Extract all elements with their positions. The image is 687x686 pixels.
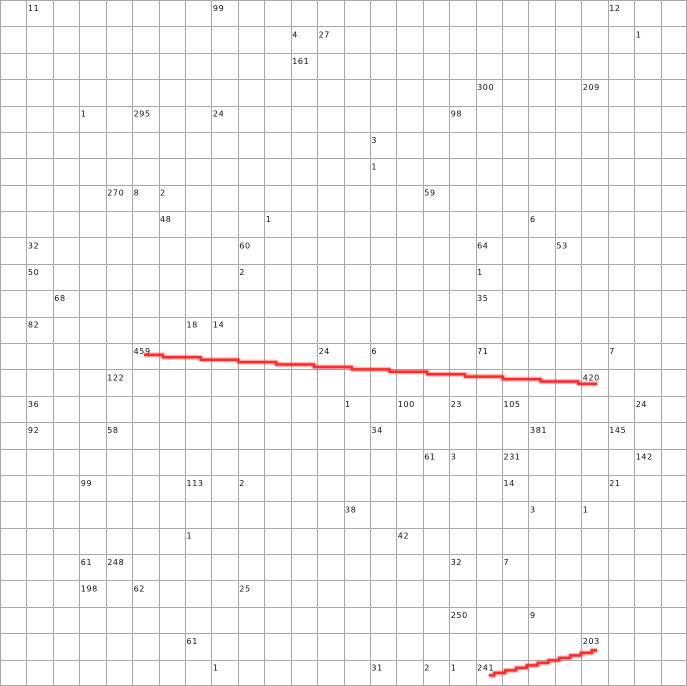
cell-number[interactable]: 145 bbox=[609, 426, 626, 435]
cell-number[interactable]: 24 bbox=[319, 347, 330, 356]
cell-number[interactable]: 1 bbox=[583, 505, 589, 514]
cell-number[interactable]: 23 bbox=[451, 400, 462, 409]
red-path bbox=[144, 353, 598, 386]
cell-number[interactable]: 32 bbox=[28, 242, 39, 251]
cell-number[interactable]: 6 bbox=[530, 215, 536, 224]
cell-number[interactable]: 61 bbox=[81, 558, 92, 567]
cell-number[interactable]: 300 bbox=[477, 83, 494, 92]
cell-number[interactable]: 198 bbox=[81, 585, 98, 594]
cell-number[interactable]: 35 bbox=[477, 294, 488, 303]
cell-number[interactable]: 21 bbox=[609, 479, 620, 488]
cell-number[interactable]: 14 bbox=[504, 479, 515, 488]
cell-number[interactable]: 38 bbox=[345, 505, 356, 514]
cell-number[interactable]: 48 bbox=[160, 215, 171, 224]
cell-number[interactable]: 459 bbox=[134, 347, 151, 356]
cell-number[interactable]: 1 bbox=[81, 110, 87, 119]
cell-number[interactable]: 11 bbox=[28, 4, 39, 13]
red-path bbox=[488, 649, 598, 677]
cell-number[interactable]: 1 bbox=[636, 30, 642, 39]
cell-number[interactable]: 25 bbox=[239, 585, 250, 594]
cell-number[interactable]: 3 bbox=[371, 136, 377, 145]
cell-number[interactable]: 203 bbox=[583, 637, 600, 646]
cell-number[interactable]: 2 bbox=[239, 479, 245, 488]
cell-number[interactable]: 2 bbox=[160, 189, 166, 198]
cell-number[interactable]: 61 bbox=[187, 637, 198, 646]
cell-number[interactable]: 420 bbox=[583, 373, 600, 382]
cell-number[interactable]: 6 bbox=[371, 347, 377, 356]
cell-number[interactable]: 92 bbox=[28, 426, 39, 435]
cell-number[interactable]: 3 bbox=[530, 505, 536, 514]
cell-number[interactable]: 248 bbox=[107, 558, 124, 567]
cell-number[interactable]: 7 bbox=[504, 558, 510, 567]
cell-number[interactable]: 2 bbox=[239, 268, 245, 277]
paths-layer bbox=[144, 352, 598, 678]
cell-number[interactable]: 1 bbox=[451, 664, 457, 673]
cell-number[interactable]: 14 bbox=[213, 321, 224, 330]
cell-number[interactable]: 381 bbox=[530, 426, 547, 435]
cell-number[interactable]: 99 bbox=[213, 4, 224, 13]
cell-number[interactable]: 24 bbox=[636, 400, 647, 409]
cell-number[interactable]: 31 bbox=[371, 664, 382, 673]
cell-number[interactable]: 50 bbox=[28, 268, 39, 277]
cell-number[interactable]: 122 bbox=[107, 373, 124, 382]
cell-number[interactable]: 2 bbox=[424, 664, 430, 673]
cell-number[interactable]: 32 bbox=[451, 558, 462, 567]
cell-number[interactable]: 71 bbox=[477, 347, 488, 356]
cell-number[interactable]: 27 bbox=[319, 30, 330, 39]
cell-number[interactable]: 8 bbox=[134, 189, 140, 198]
cell-number[interactable]: 270 bbox=[107, 189, 124, 198]
cell-number[interactable]: 62 bbox=[134, 585, 145, 594]
cell-number[interactable]: 3 bbox=[451, 453, 457, 462]
cell-number[interactable]: 99 bbox=[81, 479, 92, 488]
cell-number[interactable]: 61 bbox=[424, 453, 435, 462]
cell-number[interactable]: 1 bbox=[187, 532, 193, 541]
cell-number[interactable]: 241 bbox=[477, 664, 494, 673]
cell-number[interactable]: 1 bbox=[266, 215, 272, 224]
cell-number[interactable]: 105 bbox=[504, 400, 521, 409]
cell-number[interactable]: 58 bbox=[107, 426, 118, 435]
cell-number[interactable]: 250 bbox=[451, 611, 468, 620]
cell-number[interactable]: 1 bbox=[345, 400, 351, 409]
cell-number[interactable]: 98 bbox=[451, 110, 462, 119]
cell-number[interactable]: 64 bbox=[477, 242, 488, 251]
cell-number[interactable]: 42 bbox=[398, 532, 409, 541]
cell-number[interactable]: 9 bbox=[530, 611, 536, 620]
cell-number[interactable]: 1 bbox=[371, 162, 377, 171]
cell-number[interactable]: 60 bbox=[239, 242, 250, 251]
cell-number[interactable]: 53 bbox=[556, 242, 567, 251]
cell-number[interactable]: 1 bbox=[213, 664, 219, 673]
cell-number[interactable]: 59 bbox=[424, 189, 435, 198]
cell-number[interactable]: 34 bbox=[371, 426, 382, 435]
cell-number[interactable]: 113 bbox=[187, 479, 204, 488]
cell-number[interactable]: 7 bbox=[609, 347, 615, 356]
cell-number[interactable]: 4 bbox=[292, 30, 298, 39]
cell-number[interactable]: 209 bbox=[583, 83, 600, 92]
cell-number[interactable]: 36 bbox=[28, 400, 39, 409]
cell-number[interactable]: 24 bbox=[213, 110, 224, 119]
cell-number[interactable]: 12 bbox=[609, 4, 620, 13]
cell-number[interactable]: 142 bbox=[636, 453, 653, 462]
cell-number[interactable]: 100 bbox=[398, 400, 415, 409]
cell-number[interactable]: 1 bbox=[477, 268, 483, 277]
cell-number[interactable]: 18 bbox=[187, 321, 198, 330]
cell-number[interactable]: 231 bbox=[504, 453, 521, 462]
cell-number[interactable]: 82 bbox=[28, 321, 39, 330]
cell-number[interactable]: 68 bbox=[54, 294, 65, 303]
cell-number[interactable]: 161 bbox=[292, 57, 309, 66]
cell-number[interactable]: 295 bbox=[134, 110, 151, 119]
